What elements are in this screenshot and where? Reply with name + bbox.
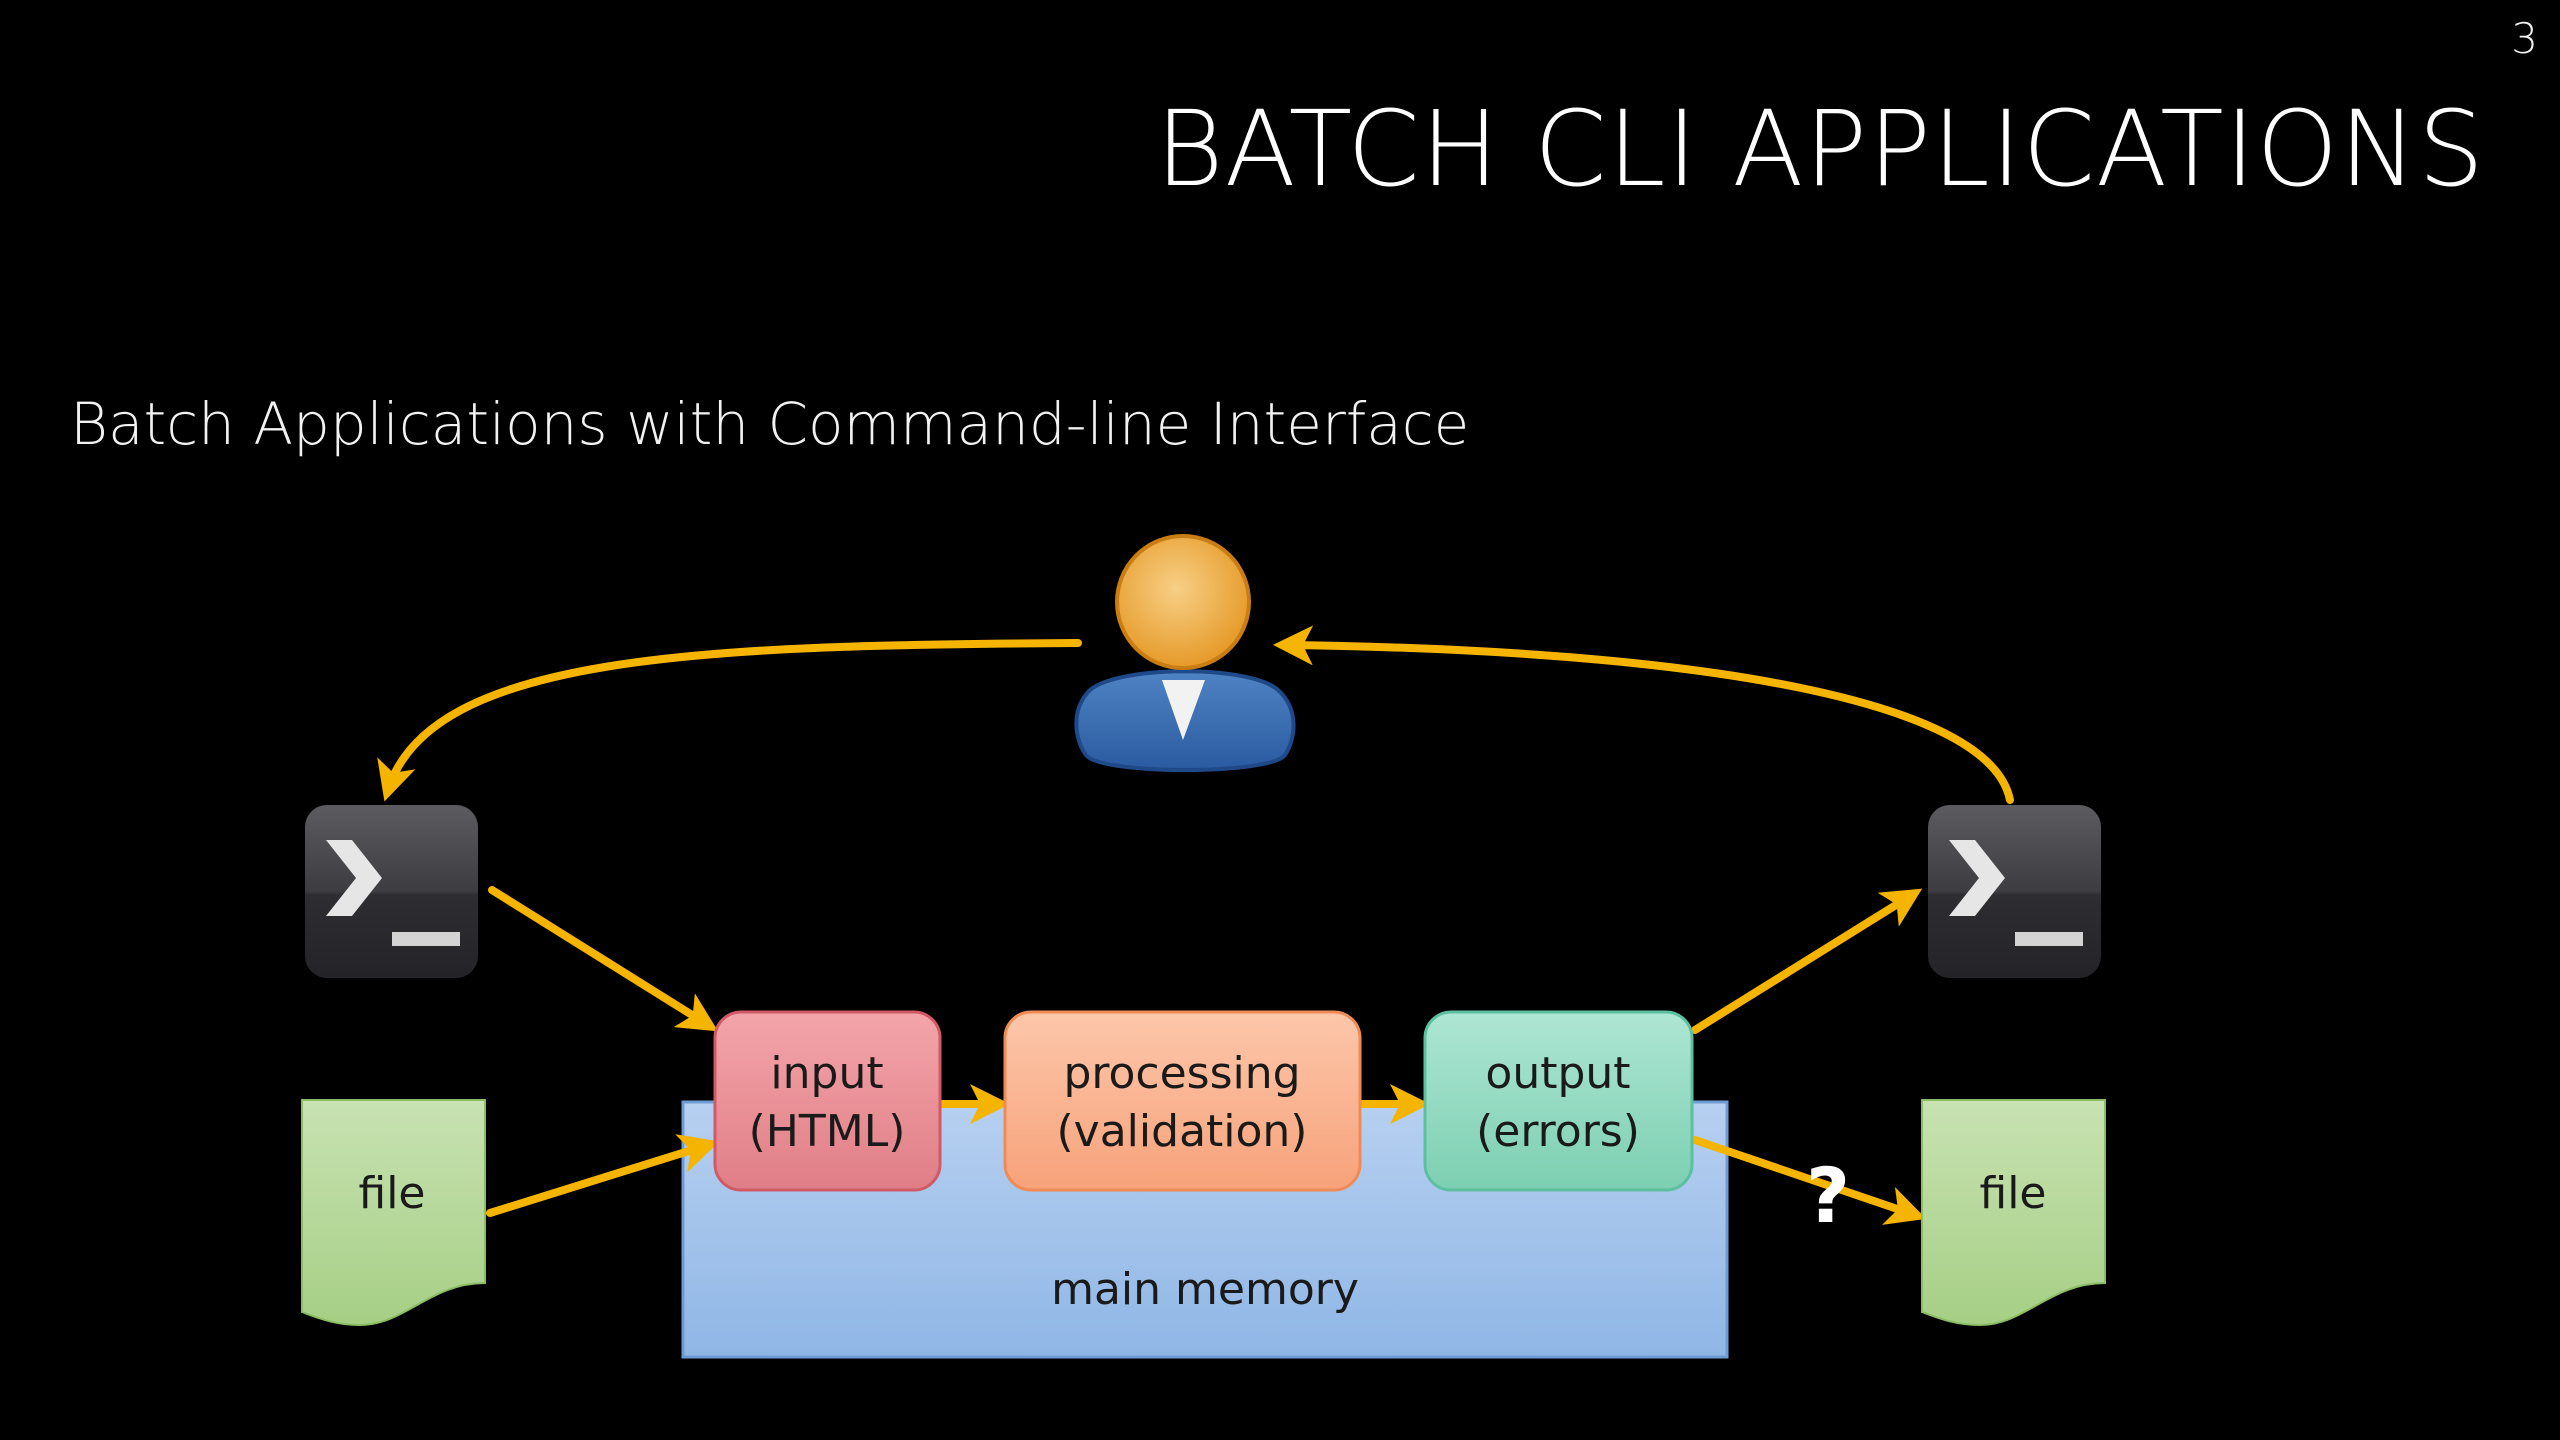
arrow-output-to-file [1691,1136,1927,1225]
arrow-terminal-to-input [488,886,719,1032]
file-right-label: file [1979,1168,2046,1219]
slide-title: BATCH CLI APPLICATIONS [1155,88,2485,210]
stage-input: input (HTML) [713,1010,942,1192]
flow-arrows [377,625,2014,1225]
arrow-output-to-terminal [1691,888,1923,1034]
file-icon [301,1099,486,1327]
slide-number: 3 [2511,14,2538,63]
slide-subtitle: Batch Applications with Command-line Int… [70,390,1470,458]
stage-processing-sublabel: (validation) [1057,1106,1308,1157]
terminal-icon [305,805,478,978]
arrow-terminal-right-to-user [1273,625,2014,804]
file-left-label: file [358,1168,425,1219]
stage-processing: processing (validation) [1003,1010,1362,1192]
stage-processing-label: processing [1063,1048,1300,1099]
file-left: file [301,1099,486,1327]
stage-input-label: input [770,1048,883,1099]
terminal-icon [1928,805,2101,978]
arrow-user-to-terminal-left [377,639,1082,802]
main-memory-label: main memory [1051,1264,1359,1315]
stage-output-label: output [1485,1048,1630,1099]
user-icon [1074,534,1296,772]
uncertain-marker: ? [1806,1151,1850,1240]
stage-output-sublabel: (errors) [1476,1106,1640,1157]
terminal-left [305,805,478,978]
file-icon [1921,1099,2106,1327]
arrow-file-to-input [486,1134,720,1217]
file-right: file [1921,1099,2106,1327]
stage-output: output (errors) [1423,1010,1694,1192]
stage-input-sublabel: (HTML) [749,1106,906,1157]
terminal-right [1928,805,2101,978]
